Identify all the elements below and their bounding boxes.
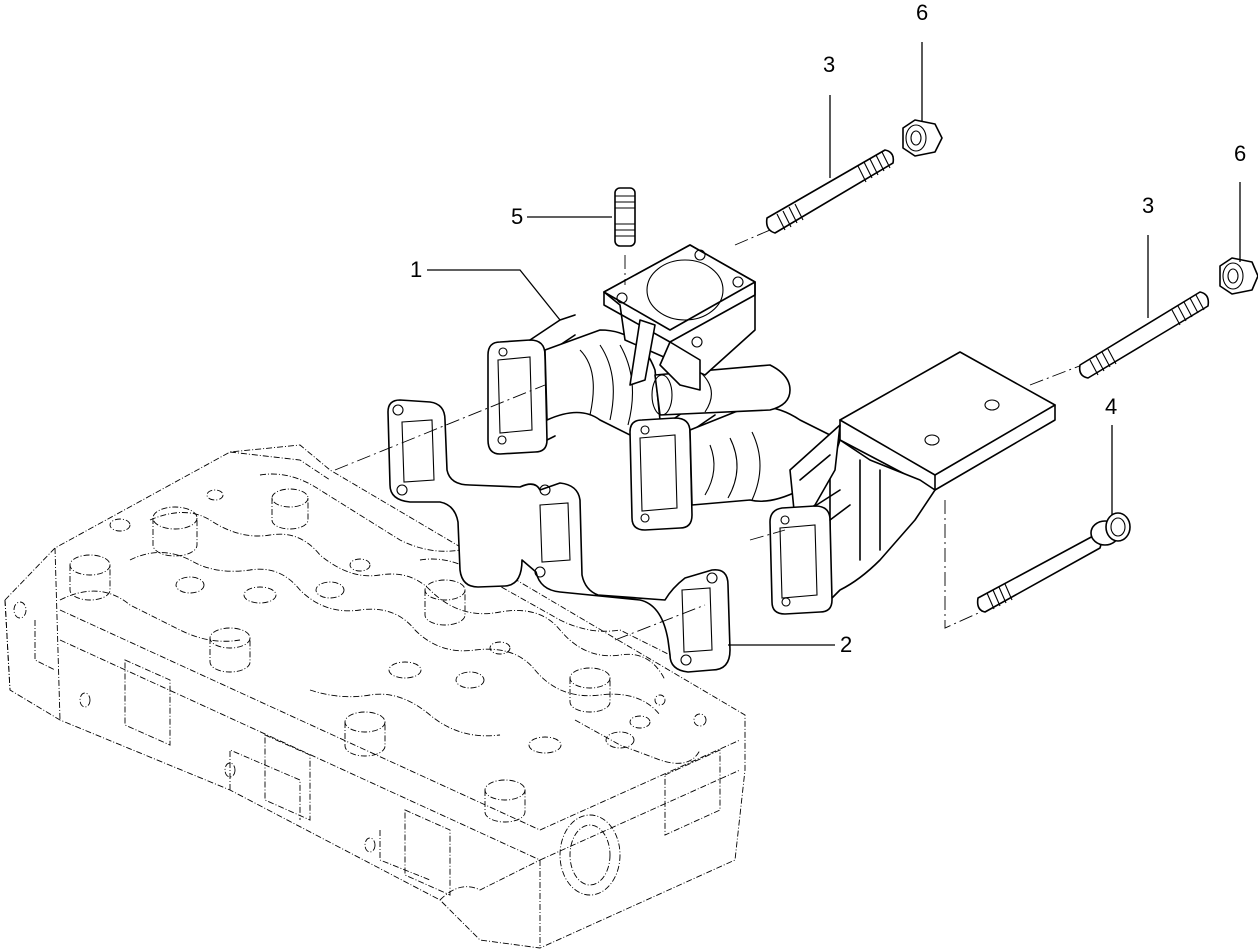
manifold-gasket bbox=[387, 399, 731, 673]
stud bbox=[614, 187, 636, 247]
callout-3-upper: 3 bbox=[823, 52, 835, 77]
nut-lower bbox=[1219, 257, 1258, 295]
flange-bolt bbox=[976, 512, 1131, 613]
cylinder-head-phantom bbox=[4, 444, 746, 949]
callout-leaders bbox=[427, 42, 1241, 646]
callout-4: 4 bbox=[1105, 394, 1117, 419]
callout-6-upper: 6 bbox=[916, 0, 928, 25]
callout-6-lower: 6 bbox=[1234, 141, 1246, 166]
bolt-upper bbox=[765, 149, 895, 234]
callout-labels: 1 2 3 3 4 5 6 6 bbox=[410, 0, 1246, 657]
callout-5: 5 bbox=[511, 204, 523, 229]
bolt-lower bbox=[1078, 291, 1210, 379]
nut-upper bbox=[902, 119, 943, 157]
callout-2: 2 bbox=[840, 632, 852, 657]
exhaust-manifold bbox=[487, 244, 1056, 615]
callout-1: 1 bbox=[410, 257, 422, 282]
callout-3-lower: 3 bbox=[1142, 193, 1154, 218]
assembly-center-lines bbox=[334, 229, 1083, 641]
